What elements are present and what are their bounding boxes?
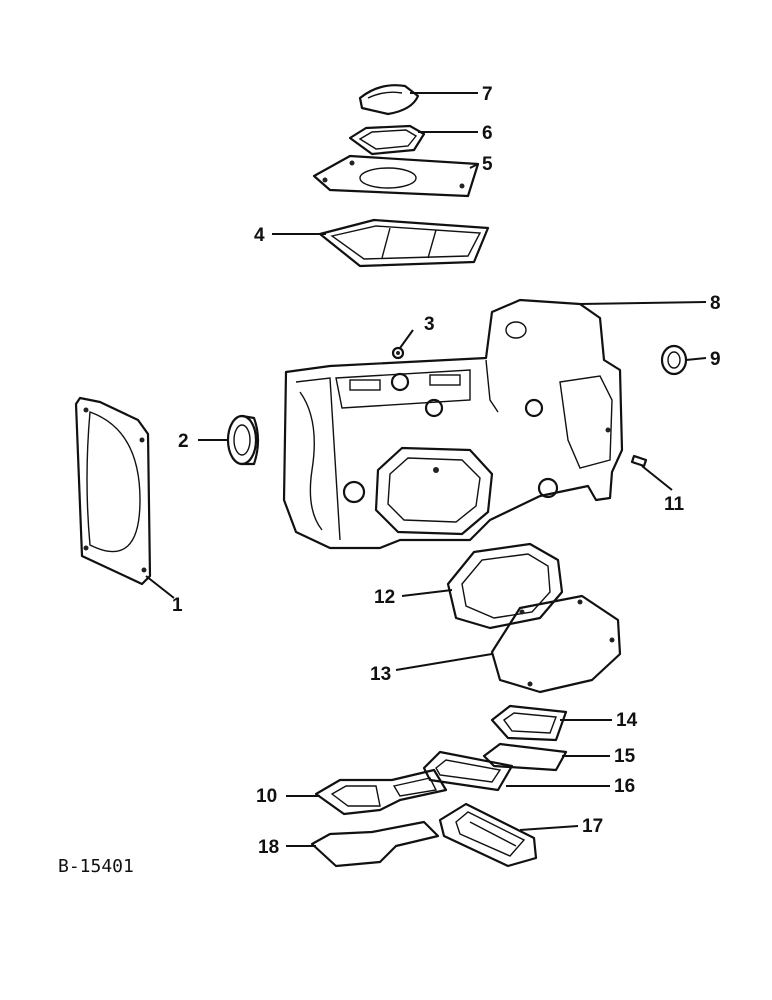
- part-5-plate: [312, 154, 480, 198]
- callout-1: 1: [172, 595, 183, 616]
- part-6-gasket: [348, 124, 426, 156]
- callout-12: 12: [374, 587, 395, 608]
- part-18-plate: [310, 820, 440, 868]
- leader-lines: [145, 92, 707, 847]
- part-2-seal: [226, 414, 260, 466]
- callout-5: 5: [482, 154, 493, 175]
- part-16-gasket: [422, 750, 514, 792]
- callout-15: 15: [614, 746, 636, 767]
- callout-11: 11: [664, 494, 685, 515]
- part-9-seal: [660, 344, 688, 376]
- callout-2: 2: [178, 431, 189, 452]
- callout-9: 9: [710, 349, 721, 370]
- part-4-gasket: [318, 218, 490, 268]
- callout-16: 16: [614, 776, 635, 797]
- part-12-gasket: [446, 542, 564, 630]
- part-3-plug: [391, 346, 405, 360]
- part-10-gasket: [314, 768, 448, 816]
- callout-14: 14: [616, 710, 638, 731]
- part-11-pin: [630, 454, 648, 468]
- part-1-front-gasket: [74, 396, 152, 586]
- callout-13: 13: [370, 664, 391, 685]
- part-15-plate: [482, 742, 568, 772]
- callout-17: 17: [582, 816, 603, 837]
- figure-id: B-15401: [58, 856, 134, 877]
- callout-10: 10: [256, 786, 277, 807]
- part-14-gasket: [490, 704, 568, 742]
- callout-3: 3: [424, 314, 435, 335]
- part-17-cover: [438, 802, 538, 868]
- callout-6: 6: [482, 123, 493, 144]
- callout-18: 18: [258, 837, 279, 858]
- callout-7: 7: [482, 84, 493, 105]
- part-8-case: [282, 298, 624, 550]
- callout-8: 8: [710, 293, 721, 314]
- part-7-cover: [358, 84, 420, 116]
- part-13-cover: [490, 594, 622, 694]
- callout-4: 4: [254, 225, 265, 246]
